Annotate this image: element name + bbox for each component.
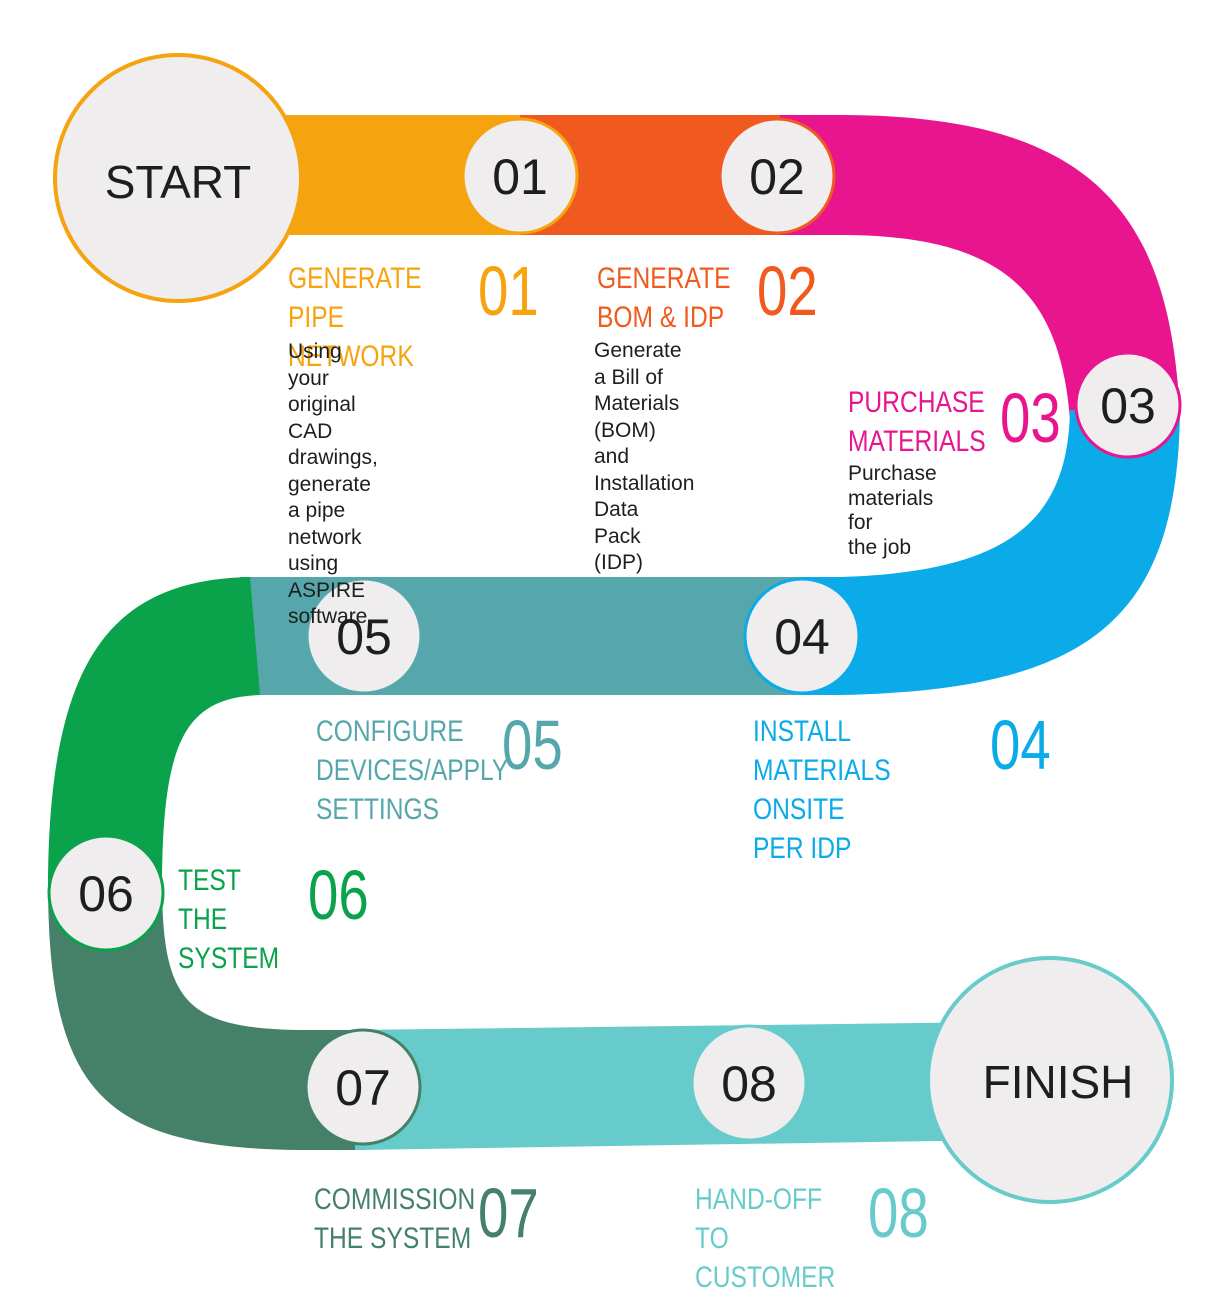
step-01-title: GENERATE PIPE NETWORK [288,262,422,373]
node-03-number: 03 [1100,378,1156,434]
road-segment-03 [780,115,1180,420]
finish-circle [926,956,1174,1204]
node-05-number: 05 [336,609,392,665]
finish-label: FINISH [983,1056,1134,1108]
step-05-number: 05 [502,706,563,784]
road-segment-02 [520,115,790,235]
node-06-circle [47,834,165,952]
step-03-description: Purchase materials for the job [848,462,937,559]
node-03-circle [1074,351,1182,459]
step-07-number: 07 [478,1174,539,1252]
node-07-number: 07 [335,1060,391,1116]
node-07-circle [304,1028,422,1146]
step-04-title: INSTALL MATERIALS ONSITE PER IDP [753,715,891,865]
node-06-number: 06 [78,866,134,922]
road-segment-08 [355,1022,1000,1150]
node-01-number: 01 [492,149,548,205]
node-05-circle [305,577,423,695]
road-segment-01 [270,115,530,235]
node-04-number: 04 [774,609,830,665]
node-01-circle [461,117,579,235]
step-02-title: GENERATE BOM & IDP [597,262,731,334]
start-circle [53,53,303,303]
step-02-number: 02 [757,252,818,330]
step-08-title: HAND-OFF TO CUSTOMER [695,1183,836,1294]
step-01-description: Using your original CAD drawings, genera… [288,340,378,628]
step-05-title: CONFIGURE DEVICES/APPLY SETTINGS [316,715,509,826]
step-02-description: Generate a Bill of Materials (BOM) and I… [594,339,695,574]
start-label: START [105,156,252,208]
step-07-title: COMMISSION THE SYSTEM [314,1183,476,1255]
node-08-circle [690,1024,808,1142]
step-04-number: 04 [990,706,1051,784]
step-06-title: TEST THE SYSTEM [178,864,280,975]
road-segment-06 [48,577,260,890]
road-segment-04 [790,410,1180,695]
step-08-number: 08 [868,1174,929,1252]
node-02-number: 02 [749,149,805,205]
node-02-circle [718,117,836,235]
step-06-number: 06 [308,856,369,934]
step-03-number: 03 [1000,379,1061,457]
node-08-number: 08 [721,1056,777,1112]
step-01-number: 01 [478,252,539,330]
step-03-title: PURCHASE MATERIALS [848,386,986,458]
node-04-circle [743,577,861,695]
